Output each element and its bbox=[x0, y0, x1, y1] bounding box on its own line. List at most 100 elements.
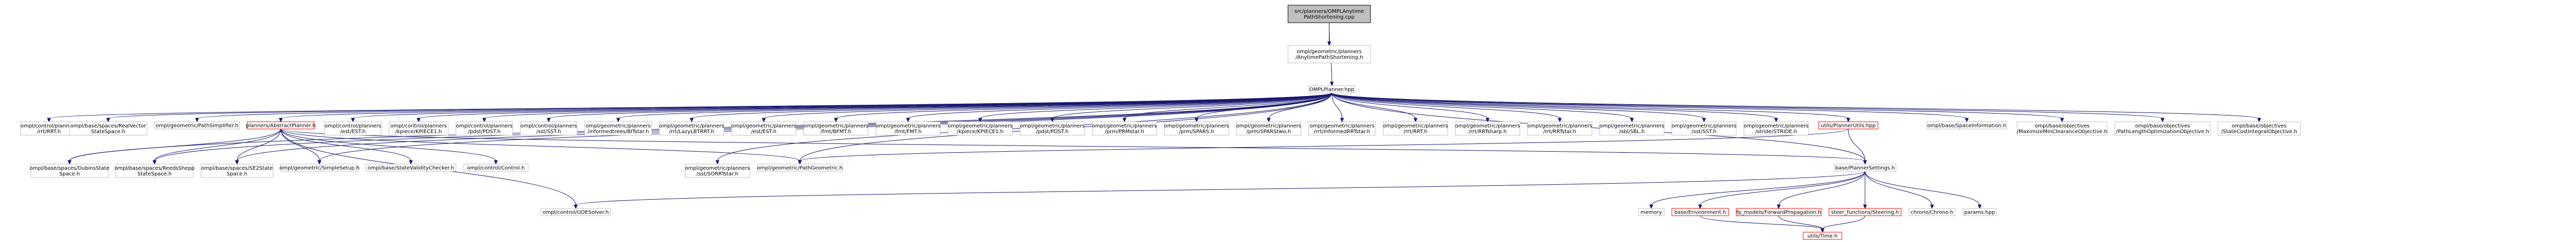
node-sbl[interactable]: ompl/geometric/planners/sbl/SBL.h bbox=[1599, 121, 1665, 136]
node-rrt_rrt[interactable]: ompl/geometric/planners/rrt/RRT.h bbox=[1383, 121, 1448, 136]
node-environment[interactable]: base/Environment.h bbox=[1671, 208, 1729, 216]
node-label-kpiece1-line-0: ompl/control/planners bbox=[391, 123, 447, 129]
arrowhead-planner_h-to-est bbox=[351, 118, 355, 123]
node-fmt_fmt[interactable]: ompl/geometric/planners/fmt/FMT.h bbox=[875, 121, 941, 136]
node-box-spaceinfo bbox=[1926, 121, 2007, 130]
node-box-pathgeometric bbox=[757, 164, 843, 172]
arrowhead-plannersettings-to-steer_functions bbox=[1863, 204, 1867, 209]
node-statevalidity[interactable]: ompl/base/StateValidityChecker.h bbox=[365, 164, 456, 172]
node-box-rrt_rrt bbox=[1383, 121, 1448, 136]
node-box-environment bbox=[1671, 208, 1729, 216]
node-plannersettings[interactable]: base/PlannerSettings.h bbox=[1834, 164, 1896, 172]
arrowhead-planner_h-to-lazylbtrrt bbox=[689, 118, 694, 123]
node-sst_geo[interactable]: ompl/geometric/planners/sst/SST.h bbox=[1671, 121, 1737, 136]
node-fmt_bfmt[interactable]: ompl/geometric/planners/fmt/BFMT.h bbox=[803, 121, 869, 136]
node-box-sst bbox=[520, 121, 578, 136]
node-prm_prmstar[interactable]: ompl/geometric/planners/prm/PRMstar.h bbox=[1092, 121, 1157, 136]
arrowhead-planners_abstract-to-simplesetup bbox=[317, 160, 321, 165]
node-informed_bit[interactable]: ompl/geometric/planners/rrt/InformedRRTs… bbox=[1308, 121, 1376, 136]
node-label-rrt_h-line-0: ompl/control/planners bbox=[21, 123, 77, 129]
node-obj_pathlength[interactable]: ompl/base/objectives/PathLengthOptimizat… bbox=[2114, 121, 2211, 136]
edge-planner_h-to-sbl bbox=[1331, 92, 1632, 119]
arrowhead-planner_h-to-prm_lazyprm bbox=[715, 160, 720, 165]
edge-planner_h-to-utils_planner_stats bbox=[1331, 92, 1849, 119]
node-box-stride bbox=[1743, 121, 1809, 136]
node-label-planners_abstract-line-0: planners/AbstractPlanner.h bbox=[246, 123, 315, 129]
edge-planner_h-to-plannersettings bbox=[1331, 92, 1866, 162]
node-prm_spars[interactable]: ompl/geometric/planners/prm/SPARS.h bbox=[1164, 121, 1229, 136]
arrowhead-planner_h-to-rrt_rrt bbox=[1413, 118, 1418, 123]
node-obj_clearance[interactable]: ompl/base/objectives/MaximizeMinClearanc… bbox=[2016, 121, 2108, 136]
node-kpiece_bkpiece[interactable]: ompl/geometric/planners/kpiece/KPIECE1.h bbox=[947, 121, 1013, 136]
edge-planners_abstract-to-statevalidity bbox=[280, 128, 411, 162]
node-utils_time[interactable]: utils/Time.h bbox=[1803, 232, 1842, 240]
node-box-kpiece1 bbox=[388, 121, 449, 136]
node-prm_lazyprm[interactable]: ompl/geometric/planners/sst/SORRTstar.h bbox=[685, 164, 750, 178]
node-rrt_h[interactable]: ompl/control/planners/rrt/RRT.h bbox=[20, 121, 78, 136]
edge-planners_abstract-to-se2 bbox=[236, 128, 281, 162]
node-box-planner_h bbox=[1308, 85, 1355, 93]
arrowhead-planner_h-to-obj_clearance bbox=[2060, 118, 2064, 123]
node-planners_abstract[interactable]: planners/AbstractPlanner.h bbox=[246, 121, 316, 130]
node-pathgeometric[interactable]: ompl/geometric/PathGeometric.h bbox=[757, 164, 843, 172]
node-box-prm_spars bbox=[1164, 121, 1229, 136]
node-rrt_rrtstar[interactable]: ompl/geometric/planners/rrt/RRTstar.h bbox=[1527, 121, 1592, 136]
node-label-est_geo-line-1: /est/EST.h bbox=[751, 129, 776, 135]
node-sst[interactable]: ompl/control/planners/sst/SST.h bbox=[520, 121, 578, 136]
node-est_geo[interactable]: ompl/geometric/planners/est/EST.h bbox=[731, 121, 796, 136]
node-planner_h[interactable]: OMPLPlanner.hpp bbox=[1308, 85, 1355, 93]
node-simplesetup[interactable]: ompl/geometric/SimpleSetup.h bbox=[279, 164, 360, 172]
edge-planners_abstract-to-dubins bbox=[69, 128, 281, 162]
node-label-prm_spars2-line-1: /prm/SPARStwo.h bbox=[1246, 129, 1291, 135]
node-pathsimplifier[interactable]: ompl/geometric/PathSimplifier.h bbox=[154, 121, 240, 130]
node-box-kpiece_bkpiece bbox=[947, 121, 1013, 136]
edge-planner_h-to-stride bbox=[1331, 92, 1776, 119]
node-rrt_rrtsharp[interactable]: ompl/geometric/planners/rrt/RRTsharp.h bbox=[1455, 121, 1520, 136]
node-forwardprop[interactable]: fp_models/ForwardPropagation.h bbox=[1736, 208, 1822, 216]
arrowhead-utils_planner_stats-to-plannersettings bbox=[1863, 160, 1867, 165]
node-memory[interactable]: memory bbox=[1638, 208, 1665, 216]
node-label-pathgeometric-line-0: ompl/geometric/PathGeometric.h bbox=[757, 166, 842, 171]
edge-planner_h-to-fmt_fmt bbox=[908, 92, 1332, 119]
node-box-prm_prmstar bbox=[1092, 121, 1157, 136]
node-prm_spars2[interactable]: ompl/geometric/planners/prm/SPARStwo.h bbox=[1236, 121, 1301, 136]
node-lazylbtrrt[interactable]: ompl/geometric/planners/rrt/LazyLBTRRT.h bbox=[659, 121, 724, 136]
edge-planner_h-to-obj_stateintegral bbox=[1331, 92, 2260, 119]
node-label-fmt_fmt-line-0: ompl/geometric/planners bbox=[876, 123, 941, 129]
node-spaceinfo[interactable]: ompl/base/SpaceInformation.h bbox=[1926, 121, 2007, 130]
node-informedrrtstar[interactable]: ompl/geometric/planners/informedtrees/BI… bbox=[584, 121, 652, 136]
node-anytime_h[interactable]: ompl/geometric/planners/AnytimePathShort… bbox=[1287, 45, 1371, 63]
node-pdst_geo[interactable]: ompl/geometric/planners/pdst/PDST.h bbox=[1020, 121, 1085, 136]
edge-plannersettings-to-odesolver bbox=[575, 171, 1866, 206]
node-label-rrt_rrt-line-0: ompl/geometric/planners bbox=[1383, 123, 1448, 129]
node-control_h[interactable]: ompl/control/Control.h bbox=[463, 164, 529, 172]
arrowhead-planner_h-to-sbl bbox=[1630, 118, 1634, 123]
node-label-est_geo-line-0: ompl/geometric/planners bbox=[732, 123, 796, 129]
node-label-root-line-1: PathShortening.cpp bbox=[1304, 14, 1354, 20]
node-est[interactable]: ompl/control/planners/est/EST.h bbox=[324, 121, 382, 136]
arrowhead-planner_h-to-pdst bbox=[482, 118, 486, 123]
edge-planner_h-to-informedrrtstar bbox=[618, 92, 1332, 119]
node-obj_stateintegral[interactable]: ompl/base/objectives/StateCostIntegralOb… bbox=[2217, 121, 2301, 136]
node-steer_functions[interactable]: steer_functions/Steering.h bbox=[1828, 208, 1902, 216]
edge-planner_h-to-pdst_geo bbox=[1052, 92, 1332, 119]
node-stride[interactable]: ompl/geometric/planners/stride/STRIDE.h bbox=[1743, 121, 1809, 136]
edge-plannersettings-to-forwardprop bbox=[1778, 171, 1866, 206]
node-box-realvector bbox=[69, 121, 147, 136]
node-params[interactable]: params.hpp bbox=[1962, 208, 1997, 216]
edge-forwardprop-to-utils_time bbox=[1778, 215, 1823, 230]
arrowhead-planner_h-to-rrt_rrtstar bbox=[1557, 118, 1562, 123]
node-utils_planner_stats[interactable]: utils/PlannerUtils.hpp bbox=[1818, 121, 1878, 130]
node-pdst[interactable]: ompl/control/planners/pdst/PDST.h bbox=[455, 121, 513, 136]
node-odesolver[interactable]: ompl/control/ODESolver.h bbox=[540, 208, 611, 216]
arrowhead-planner_h-to-pathsimplifier bbox=[195, 118, 199, 123]
node-kpiece1[interactable]: ompl/control/planners/kpiece/KPIECE1.h bbox=[388, 121, 449, 136]
edge-planner_h-to-obj_pathlength bbox=[1331, 92, 2163, 119]
arrowhead-plannersettings-to-environment bbox=[1698, 204, 1702, 209]
edge-planner_h-to-rrt_rrtsharp bbox=[1331, 92, 1488, 119]
node-chrono[interactable]: chrono/Chrono.h bbox=[1908, 208, 1956, 216]
